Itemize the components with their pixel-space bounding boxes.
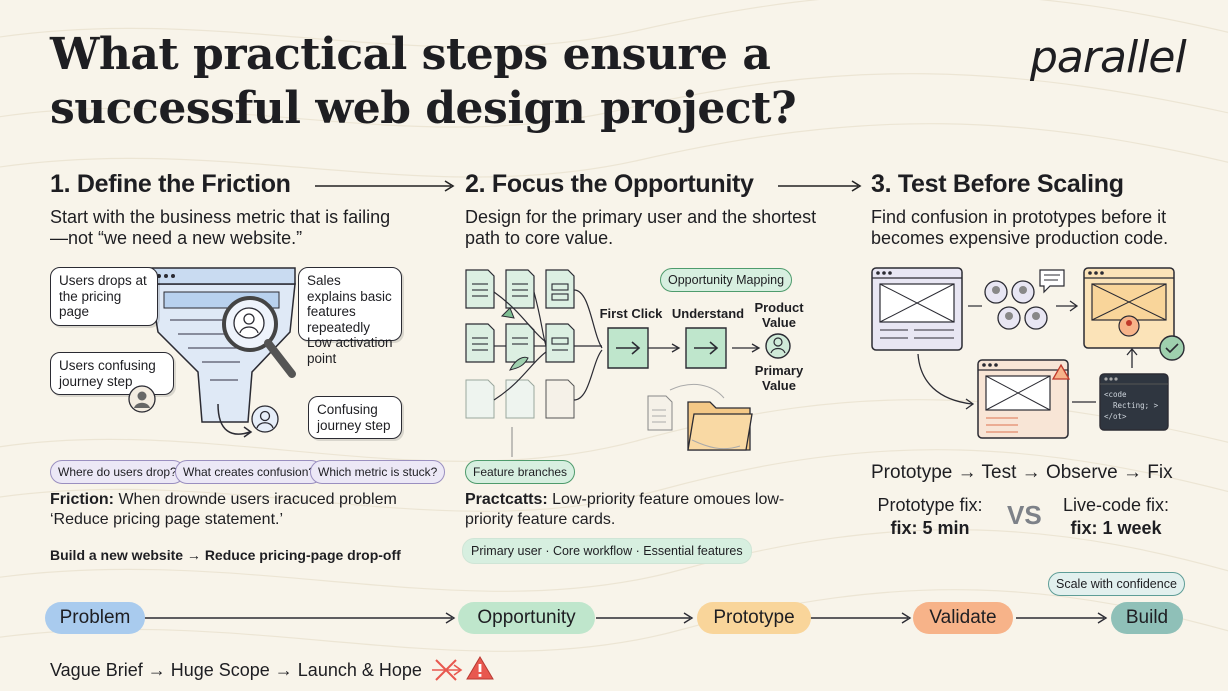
note-confusing-step: Confusing journey step (308, 396, 402, 439)
opportunity-mapping-chip: Opportunity Mapping (660, 268, 793, 292)
arrow-right-icon (778, 180, 862, 192)
title-line-1: What practical steps ensure a (50, 29, 771, 80)
practice-label: Practcatts: (465, 491, 548, 508)
avatar-icon (128, 385, 156, 413)
stage-problem: Problem (45, 602, 145, 634)
prototype-testing-illustration (871, 267, 1185, 439)
stage-validate: Validate (913, 602, 1013, 634)
code-line: <code (1104, 390, 1127, 399)
stage-build: Build (1111, 602, 1183, 634)
warning-icon (466, 656, 494, 680)
focus-tags: Primary user · Core workflow · Essential… (462, 538, 752, 564)
friction-statement: Friction: When drownde users iracuced pr… (50, 490, 420, 530)
flow-first-click: First Click (599, 306, 663, 321)
step-3-description: Find confusion in prototypes before it b… (871, 207, 1169, 248)
step-3-heading: 3. Test Before Scaling (871, 170, 1124, 198)
practice-statement: Practcatts: Low-priority feature omoues … (465, 490, 795, 530)
feature-branches-chip: Feature branches (465, 460, 576, 484)
scale-confidence-chip: Scale with confidence (1048, 572, 1185, 596)
brand-logo: parallel (1030, 32, 1187, 83)
low-activation-label: Low activation point (307, 335, 393, 366)
reframe-statement: Build a new website → Reduce pricing-pag… (50, 547, 401, 563)
step-2-heading: 2. Focus the Opportunity (465, 170, 754, 198)
curved-arrow-icon (217, 403, 253, 438)
note-users-drop: Users drops at the pricing page (50, 267, 158, 326)
reframe-from: Build a new website (50, 547, 184, 563)
question-chip: Where do users drop? (50, 460, 185, 484)
step-2-description: Design for the primary user and the shor… (465, 207, 817, 248)
practice-text: Low-priority feature omoues low-priority… (465, 491, 785, 528)
arrow-right-icon (315, 180, 455, 192)
page-title: What practical steps ensure a successful… (50, 28, 890, 136)
anti-pattern-flow: Vague Brief → Huge Scope → Launch & Hope (50, 660, 422, 680)
stage-prototype: Prototype (697, 602, 811, 634)
question-chip: What creates confusion? (175, 460, 324, 484)
versus-label: VS (1007, 500, 1042, 530)
step-1-description: Start with the business metric that is f… (50, 207, 391, 248)
stage-opportunity: Opportunity (458, 602, 595, 634)
crossed-arrow-icon (432, 659, 463, 681)
pipeline-connectors (144, 612, 1108, 624)
question-chip: Which metric is stuck? (310, 460, 446, 484)
prototype-fix-value: fix: 5 min (890, 518, 970, 538)
title-line-2: successful web design project? (50, 83, 797, 134)
document-flow-diagram (465, 269, 791, 457)
user-magnified-icon (233, 307, 265, 339)
reframe-to: Reduce pricing-page drop-off (204, 547, 401, 563)
user-icon (251, 405, 279, 433)
code-line: </ot> (1104, 412, 1127, 421)
code-snippet: <code Recting; > </ot> (1104, 389, 1158, 422)
friction-label: Friction: (50, 491, 114, 508)
flow-product-value: Product Value (754, 300, 804, 330)
prototype-fix-label: Prototype fix: (877, 495, 983, 515)
flow-understand: Understand (671, 306, 745, 321)
live-fix-value: fix: 1 week (1070, 518, 1162, 538)
friction-text: When drownde users iracuced problem ‘Red… (50, 491, 397, 528)
test-loop: Prototype → Test → Observe → Fix (871, 462, 1173, 483)
code-line: Recting; > (1104, 401, 1159, 410)
step-1-heading: 1. Define the Friction (50, 170, 291, 198)
arrow-right-icon: → (186, 547, 205, 563)
flow-primary-value: Primary Value (754, 363, 804, 393)
live-code-fix-cost: Live-code fix: fix: 1 week (1052, 494, 1180, 540)
note-users-confusing: Users confusing journey step (50, 352, 174, 395)
note-sales-explains: Sales explains basic features repeatedly (298, 267, 402, 341)
prototype-fix-cost: Prototype fix: fix: 5 min (871, 494, 989, 540)
live-fix-label: Live-code fix: (1062, 495, 1170, 515)
